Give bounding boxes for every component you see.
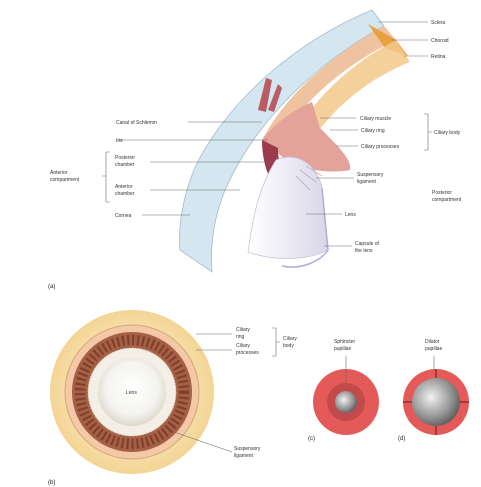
label-canal: Canal of Schlemm bbox=[116, 120, 157, 126]
label-b-ciliary-body-2: body bbox=[283, 343, 294, 349]
dilator-pupil bbox=[412, 378, 460, 426]
bracket-anterior-segment bbox=[102, 152, 110, 202]
label-ciliary-ring: Ciliary ring bbox=[361, 128, 385, 134]
label-sclera: Sclera bbox=[431, 20, 445, 26]
label-sphincter-1: Sphincter bbox=[334, 339, 355, 345]
panel-b: Lens Ciliary ring Ciliary processes Cili… bbox=[48, 310, 297, 486]
label-posterior-chamber-1: Posterior bbox=[115, 155, 135, 161]
label-capsule-1: Capsule of bbox=[355, 241, 380, 247]
panel-c: Sphincter pupillae (c) bbox=[308, 339, 379, 442]
label-posterior-segment-2: compartment bbox=[432, 197, 462, 203]
panel-letter-a: (a) bbox=[48, 284, 55, 290]
label-choroid: Choroid bbox=[431, 38, 449, 44]
label-ciliary-body: Ciliary body bbox=[434, 130, 461, 136]
label-b-lens: Lens bbox=[126, 390, 137, 396]
label-cornea: Cornea bbox=[115, 213, 132, 219]
label-anterior-segment-2: compartment bbox=[50, 177, 80, 183]
label-ciliary-processes: Ciliary processes bbox=[361, 144, 400, 150]
bracket-b-body bbox=[272, 328, 280, 356]
label-b-ciliary-ring-2: ring bbox=[236, 334, 245, 340]
label-anterior-chamber-2: chamber bbox=[115, 191, 135, 197]
bracket-ciliary-body bbox=[424, 114, 432, 150]
label-dilator-1: Dilator bbox=[425, 339, 440, 345]
label-b-ciliary-processes-2: processes bbox=[236, 350, 259, 356]
label-retina: Retina bbox=[431, 54, 446, 60]
label-b-ciliary-ring-1: Ciliary bbox=[236, 327, 250, 333]
label-iris: Iris bbox=[116, 138, 123, 144]
label-b-ciliary-body-1: Ciliary bbox=[283, 336, 297, 342]
label-sphincter-2: pupillae bbox=[334, 346, 351, 352]
label-b-suspensory-1: Suspensory bbox=[234, 446, 261, 452]
label-posterior-segment-1: Posterior bbox=[432, 190, 452, 196]
label-anterior-chamber-1: Anterior bbox=[115, 184, 133, 190]
label-ciliary-muscle: Ciliary muscle bbox=[360, 116, 391, 122]
label-capsule-2: the lens bbox=[355, 248, 373, 254]
label-b-suspensory-2: ligament bbox=[234, 453, 254, 459]
label-suspensory-1: Suspensory bbox=[357, 172, 384, 178]
label-lens: Lens bbox=[345, 212, 356, 218]
label-posterior-chamber-2: chamber bbox=[115, 162, 135, 168]
panel-a: Sclera Choroid Retina Ciliary muscle Cil… bbox=[48, 10, 462, 290]
label-suspensory-2: ligament bbox=[357, 179, 377, 185]
label-anterior-segment-1: Anterior bbox=[50, 170, 68, 176]
panel-letter-b: (b) bbox=[48, 480, 55, 486]
label-dilator-2: pupillae bbox=[425, 346, 442, 352]
panel-letter-d: (d) bbox=[398, 436, 405, 442]
panel-letter-c: (c) bbox=[308, 436, 315, 442]
panel-d: Dilator pupillae (d) bbox=[398, 339, 469, 442]
sphincter-pupil bbox=[335, 391, 357, 413]
label-b-ciliary-processes-1: Ciliary bbox=[236, 343, 250, 349]
